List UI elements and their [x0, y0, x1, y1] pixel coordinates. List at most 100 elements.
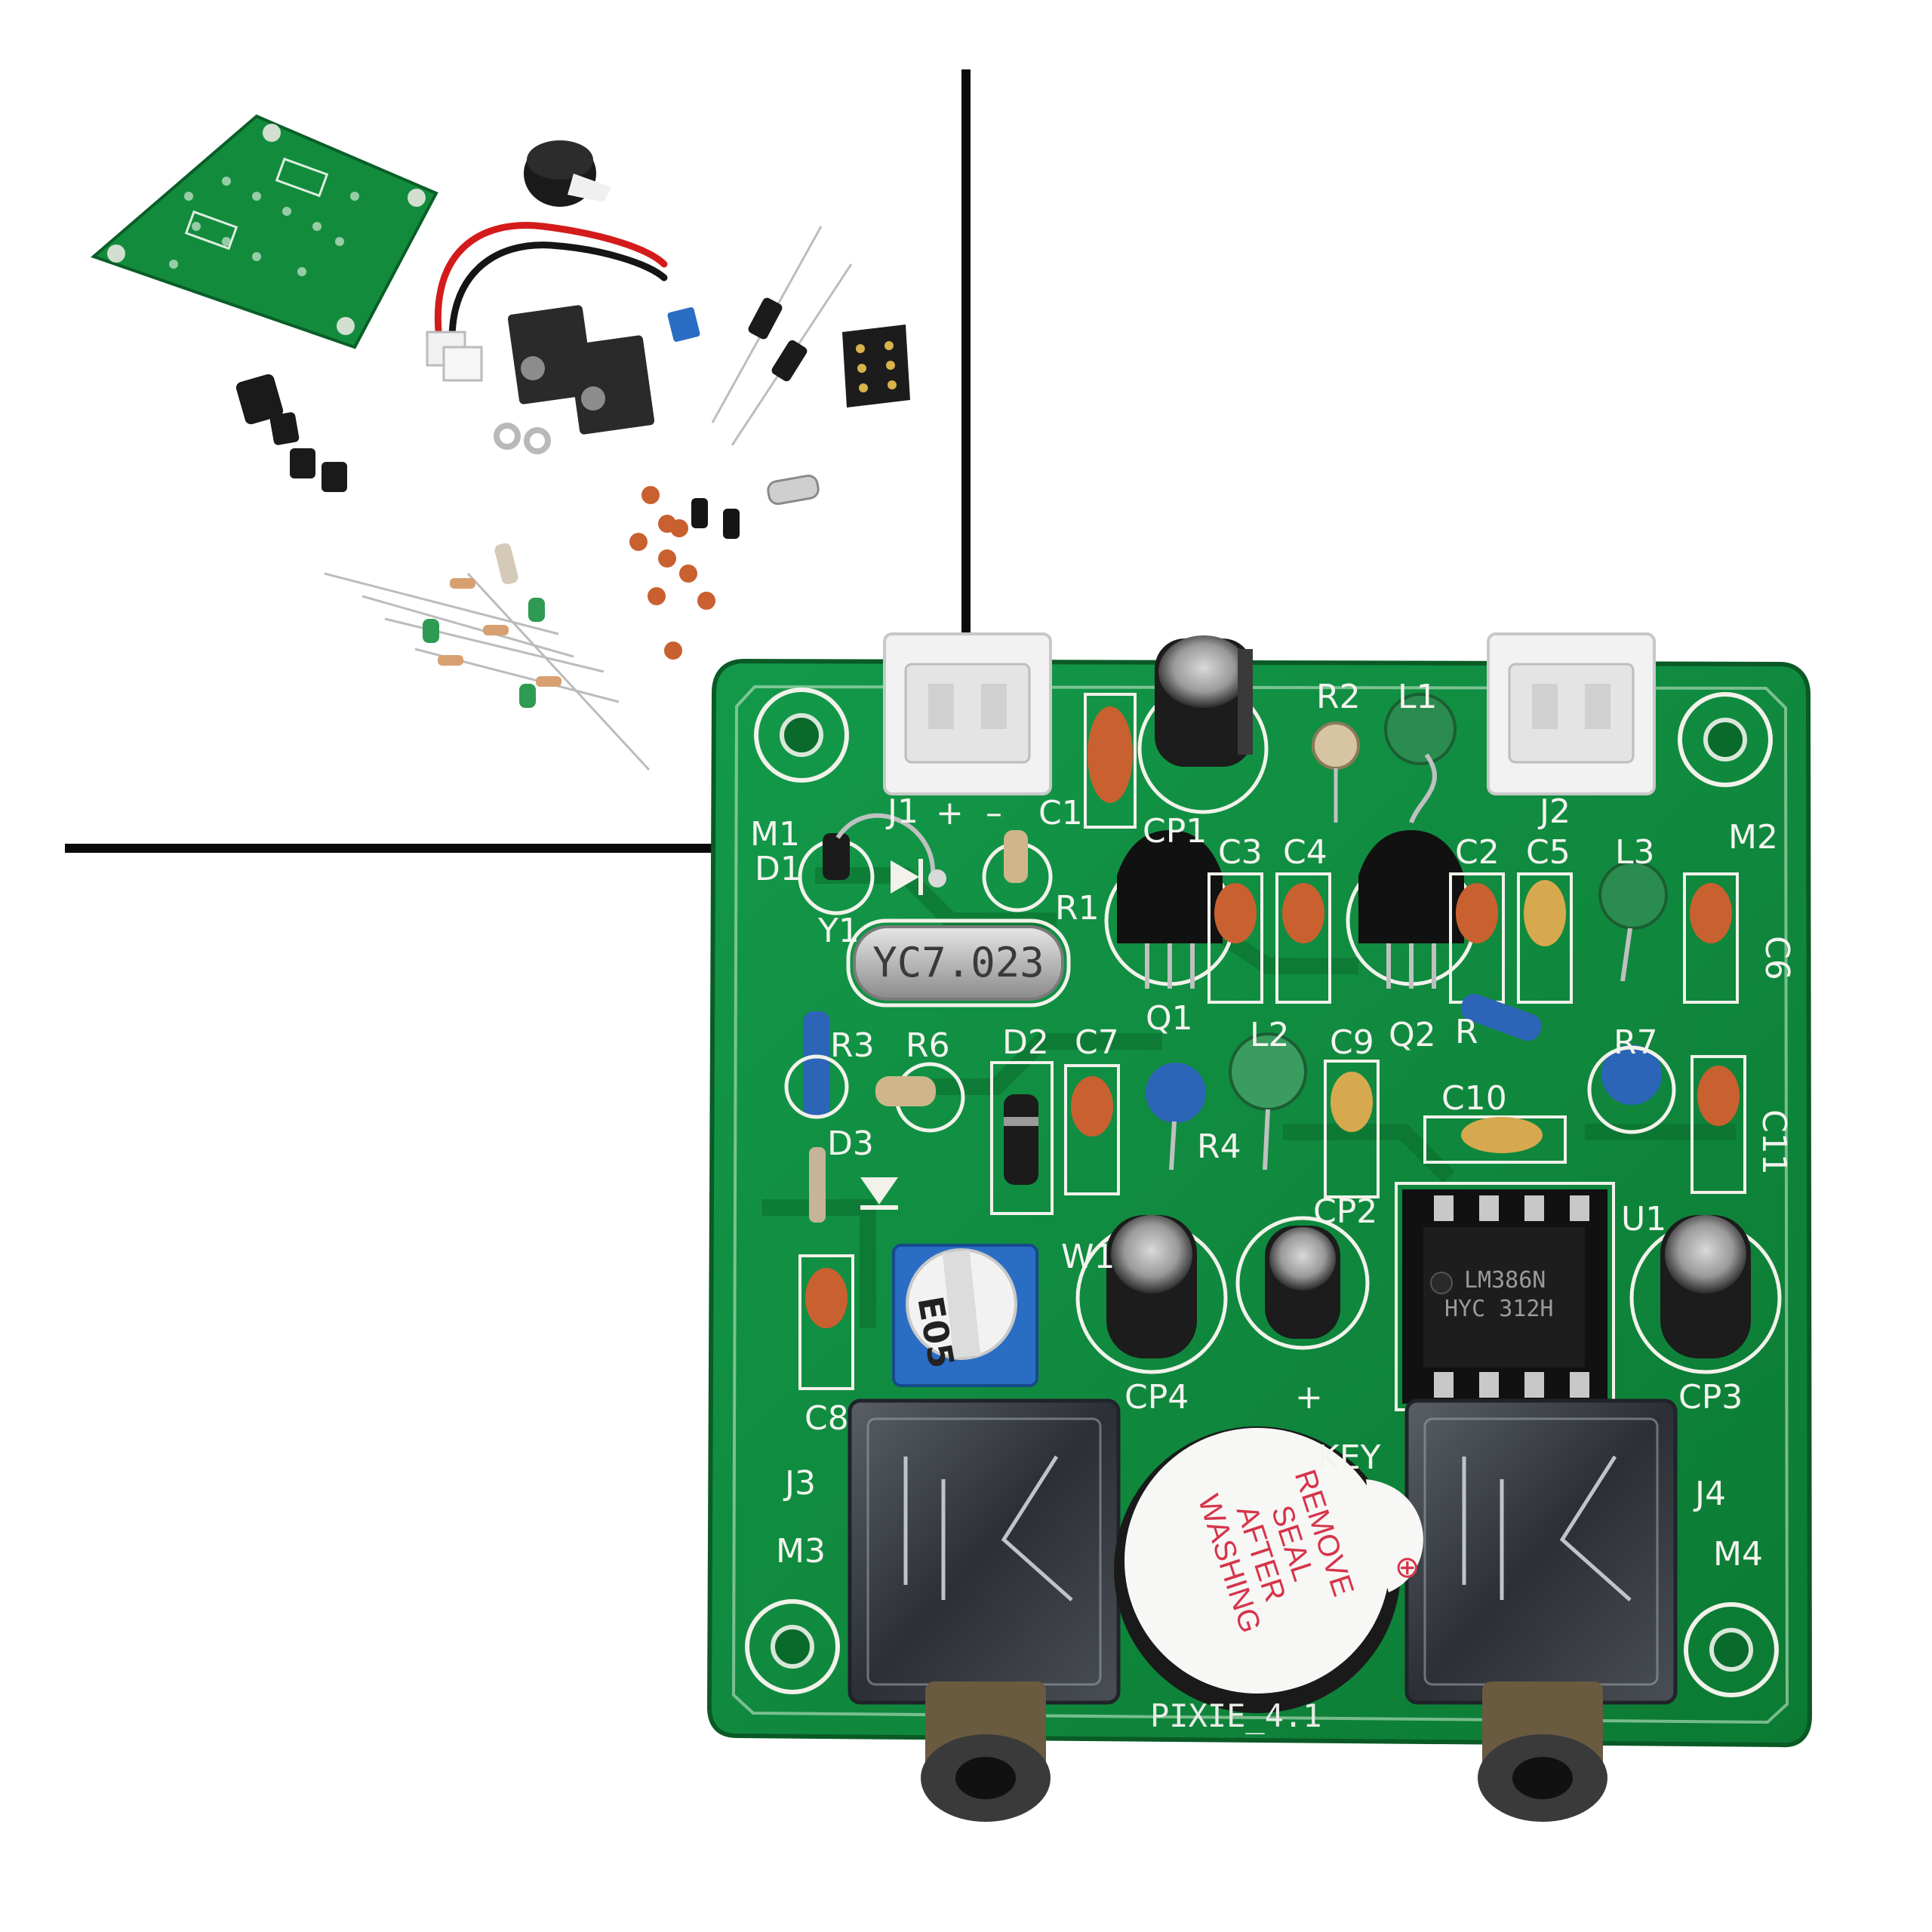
label-l2: L2 — [1250, 1016, 1290, 1054]
buzzer: REMOVE SEAL AFTER WASHING ⊕ — [1114, 1426, 1423, 1713]
capacitor-c9 — [1324, 1060, 1380, 1198]
label-r2: R2 — [1316, 678, 1361, 716]
wire-harness-icon — [426, 222, 668, 382]
ic-socket-icon — [842, 325, 910, 408]
led-d3 — [809, 1147, 898, 1223]
label-c5: C5 — [1526, 833, 1571, 872]
label-c8: C8 — [804, 1399, 849, 1438]
buzzer-plus-symbol: ⊕ — [1395, 1551, 1420, 1584]
power-connector-j2[interactable] — [1487, 632, 1656, 795]
electrolytic-capacitor-cp2 — [1235, 1216, 1370, 1350]
inductor-l2 — [1229, 1032, 1307, 1171]
label-w1: W1 — [1061, 1238, 1115, 1276]
label-key: KEY — [1318, 1438, 1381, 1477]
capacitor-c10 — [1423, 1115, 1567, 1164]
label-q2: Q2 — [1389, 1016, 1436, 1054]
label-plus: + — [936, 794, 964, 832]
audio-jack-icon — [507, 305, 655, 435]
capacitor-icon — [629, 486, 715, 660]
capacitor-c8 — [798, 1254, 854, 1390]
capacitor-c5 — [1517, 872, 1573, 1004]
label-c2: C2 — [1455, 833, 1500, 872]
label-m3: M3 — [776, 1532, 826, 1571]
crystal-icon — [767, 474, 820, 506]
crystal-marking: YC7.023 — [872, 939, 1044, 986]
resistor-r2 — [1312, 721, 1360, 823]
label-m4: M4 — [1713, 1535, 1763, 1574]
mounting-holes — [745, 688, 1779, 1697]
pcb-icon — [91, 114, 438, 349]
label-r4: R4 — [1197, 1128, 1241, 1166]
capacitor-c4 — [1275, 872, 1331, 1004]
capacitor-c1 — [1084, 693, 1137, 829]
diode-d2 — [990, 1061, 1054, 1215]
label-cp2: CP2 — [1313, 1192, 1377, 1231]
label-y1: Y1 — [817, 912, 860, 950]
electrolytic-capacitor-cp4 — [1075, 1215, 1228, 1374]
diode-icon — [711, 226, 853, 446]
label-r3: R3 — [830, 1026, 875, 1065]
label-c11: C11 — [1755, 1109, 1793, 1175]
label-c10: C10 — [1441, 1079, 1507, 1118]
label-j4: J4 — [1693, 1475, 1726, 1513]
ic-u1: LM386N HYC 312H — [1395, 1182, 1615, 1411]
resistor-r4 — [1146, 1063, 1206, 1171]
audio-jack-j4[interactable] — [1404, 1398, 1678, 1822]
label-c9: C9 — [1330, 1023, 1374, 1062]
trimmer-pot-icon — [667, 307, 700, 342]
diode-d1 — [798, 813, 946, 915]
label-c4: C4 — [1283, 833, 1327, 872]
resistor-r6 — [875, 1062, 965, 1133]
electrolytic-capacitor-cp3 — [1629, 1215, 1782, 1374]
label-l1: L1 — [1398, 678, 1438, 716]
crystal-y1: YC7.023 — [846, 918, 1071, 1008]
trimmer-pot-w1[interactable]: E05 — [892, 1244, 1038, 1387]
label-j1: J1 — [885, 792, 918, 831]
transistor-icon — [691, 498, 740, 539]
label-r1: R1 — [1055, 889, 1100, 928]
resistor-r1 — [982, 830, 1053, 912]
capacitor-c7 — [1064, 1064, 1120, 1195]
board-name: PIXIE_4.1 — [1150, 1697, 1322, 1734]
label-plus-cp: + — [1295, 1378, 1323, 1417]
power-connector-j1[interactable] — [883, 632, 1052, 795]
buzzer-icon — [524, 140, 611, 207]
capacitor-c11 — [1690, 1055, 1746, 1194]
label-j2: J2 — [1537, 792, 1571, 831]
capacitor-c6 — [1683, 872, 1739, 1004]
label-cp1: CP1 — [1143, 812, 1207, 851]
audio-jack-j3[interactable] — [848, 1398, 1121, 1822]
label-d1: D1 — [755, 850, 801, 888]
label-c6: C6 — [1758, 936, 1796, 980]
label-l3: L3 — [1615, 833, 1655, 872]
resistor-icon — [324, 543, 651, 771]
resistor-r3 — [784, 1011, 849, 1119]
label-j3: J3 — [783, 1464, 816, 1503]
assembled-board: YC7.023 E05 — [706, 632, 1813, 1822]
label-c1: C1 — [1038, 794, 1083, 832]
label-q1: Q1 — [1146, 999, 1193, 1038]
label-r7: R7 — [1614, 1023, 1658, 1062]
label-u1: U1 — [1621, 1200, 1666, 1238]
kit-parts — [91, 114, 910, 771]
capacitor-icon — [235, 374, 347, 492]
label-m2: M2 — [1728, 818, 1778, 857]
label-d2: D2 — [1002, 1023, 1049, 1062]
capacitor-c3 — [1208, 872, 1263, 1004]
label-m1: M1 — [750, 815, 800, 854]
label-minus: – — [986, 794, 1002, 832]
ic-marking-line1: LM386N — [1464, 1267, 1546, 1294]
label-r6: R6 — [906, 1026, 950, 1065]
electrolytic-capacitor-cp1 — [1137, 635, 1269, 814]
label-cp4: CP4 — [1124, 1378, 1189, 1417]
resistor-r7 — [1587, 1044, 1676, 1134]
label-d3: D3 — [827, 1124, 874, 1163]
resistor-r5 — [1460, 993, 1542, 1041]
label-r5: R — [1455, 1013, 1478, 1051]
label-cp3: CP3 — [1678, 1378, 1743, 1417]
inductor-l1 — [1384, 693, 1457, 824]
label-c7: C7 — [1075, 1023, 1119, 1062]
inductor-icon — [423, 598, 545, 708]
silkscreen-labels: M1 M2 M3 M4 J1 J2 J3 J4 + – C1 CP1 R2 L1… — [750, 678, 1796, 1734]
